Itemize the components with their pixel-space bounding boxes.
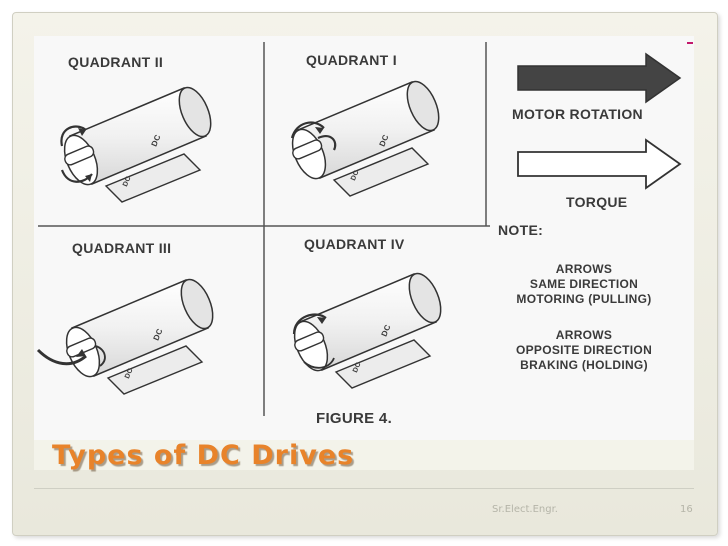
motor-rotation-label: MOTOR ROTATION — [512, 106, 643, 122]
figure-caption: FIGURE 4. — [316, 410, 393, 427]
page-number: 16 — [680, 504, 693, 515]
torque-label: TORQUE — [566, 194, 628, 210]
note-opposite-line-2: OPPOSITE DIRECTION — [515, 343, 653, 357]
title-band — [34, 440, 694, 470]
motor-quadrant-3 — [36, 278, 214, 395]
corner-accent-mark — [687, 42, 693, 44]
note-opposite-line-1: ARROWS — [555, 328, 613, 342]
figure-artwork — [34, 36, 694, 466]
note-opposite-line-3: BRAKING (HOLDING) — [520, 358, 648, 372]
motor-quadrant-4 — [292, 272, 442, 389]
motor-quadrant-2 — [60, 86, 212, 203]
quadrant-2-label: QUADRANT II — [68, 54, 164, 70]
quadrant-1-label: QUADRANT I — [306, 52, 397, 68]
motor-quadrant-1 — [290, 80, 440, 197]
footer-author: Sr.Elect.Engr. — [492, 504, 558, 515]
dc-drive-quadrant-figure: QUADRANT II QUADRANT I QUADRANT III QUAD… — [34, 36, 694, 466]
note-same-line-2: SAME DIRECTION — [529, 277, 639, 291]
outline-arrow-icon — [517, 138, 682, 190]
note-heading: NOTE: — [498, 222, 544, 238]
slide-title: Types of DC Drives — [52, 440, 355, 471]
footer-divider — [34, 488, 694, 489]
note-same-line-3: MOTORING (PULLING) — [516, 292, 652, 306]
quadrant-4-label: QUADRANT IV — [304, 236, 405, 252]
note-same-line-1: ARROWS — [555, 262, 613, 276]
quadrant-3-label: QUADRANT III — [72, 240, 172, 256]
filled-arrow-icon — [517, 52, 682, 104]
